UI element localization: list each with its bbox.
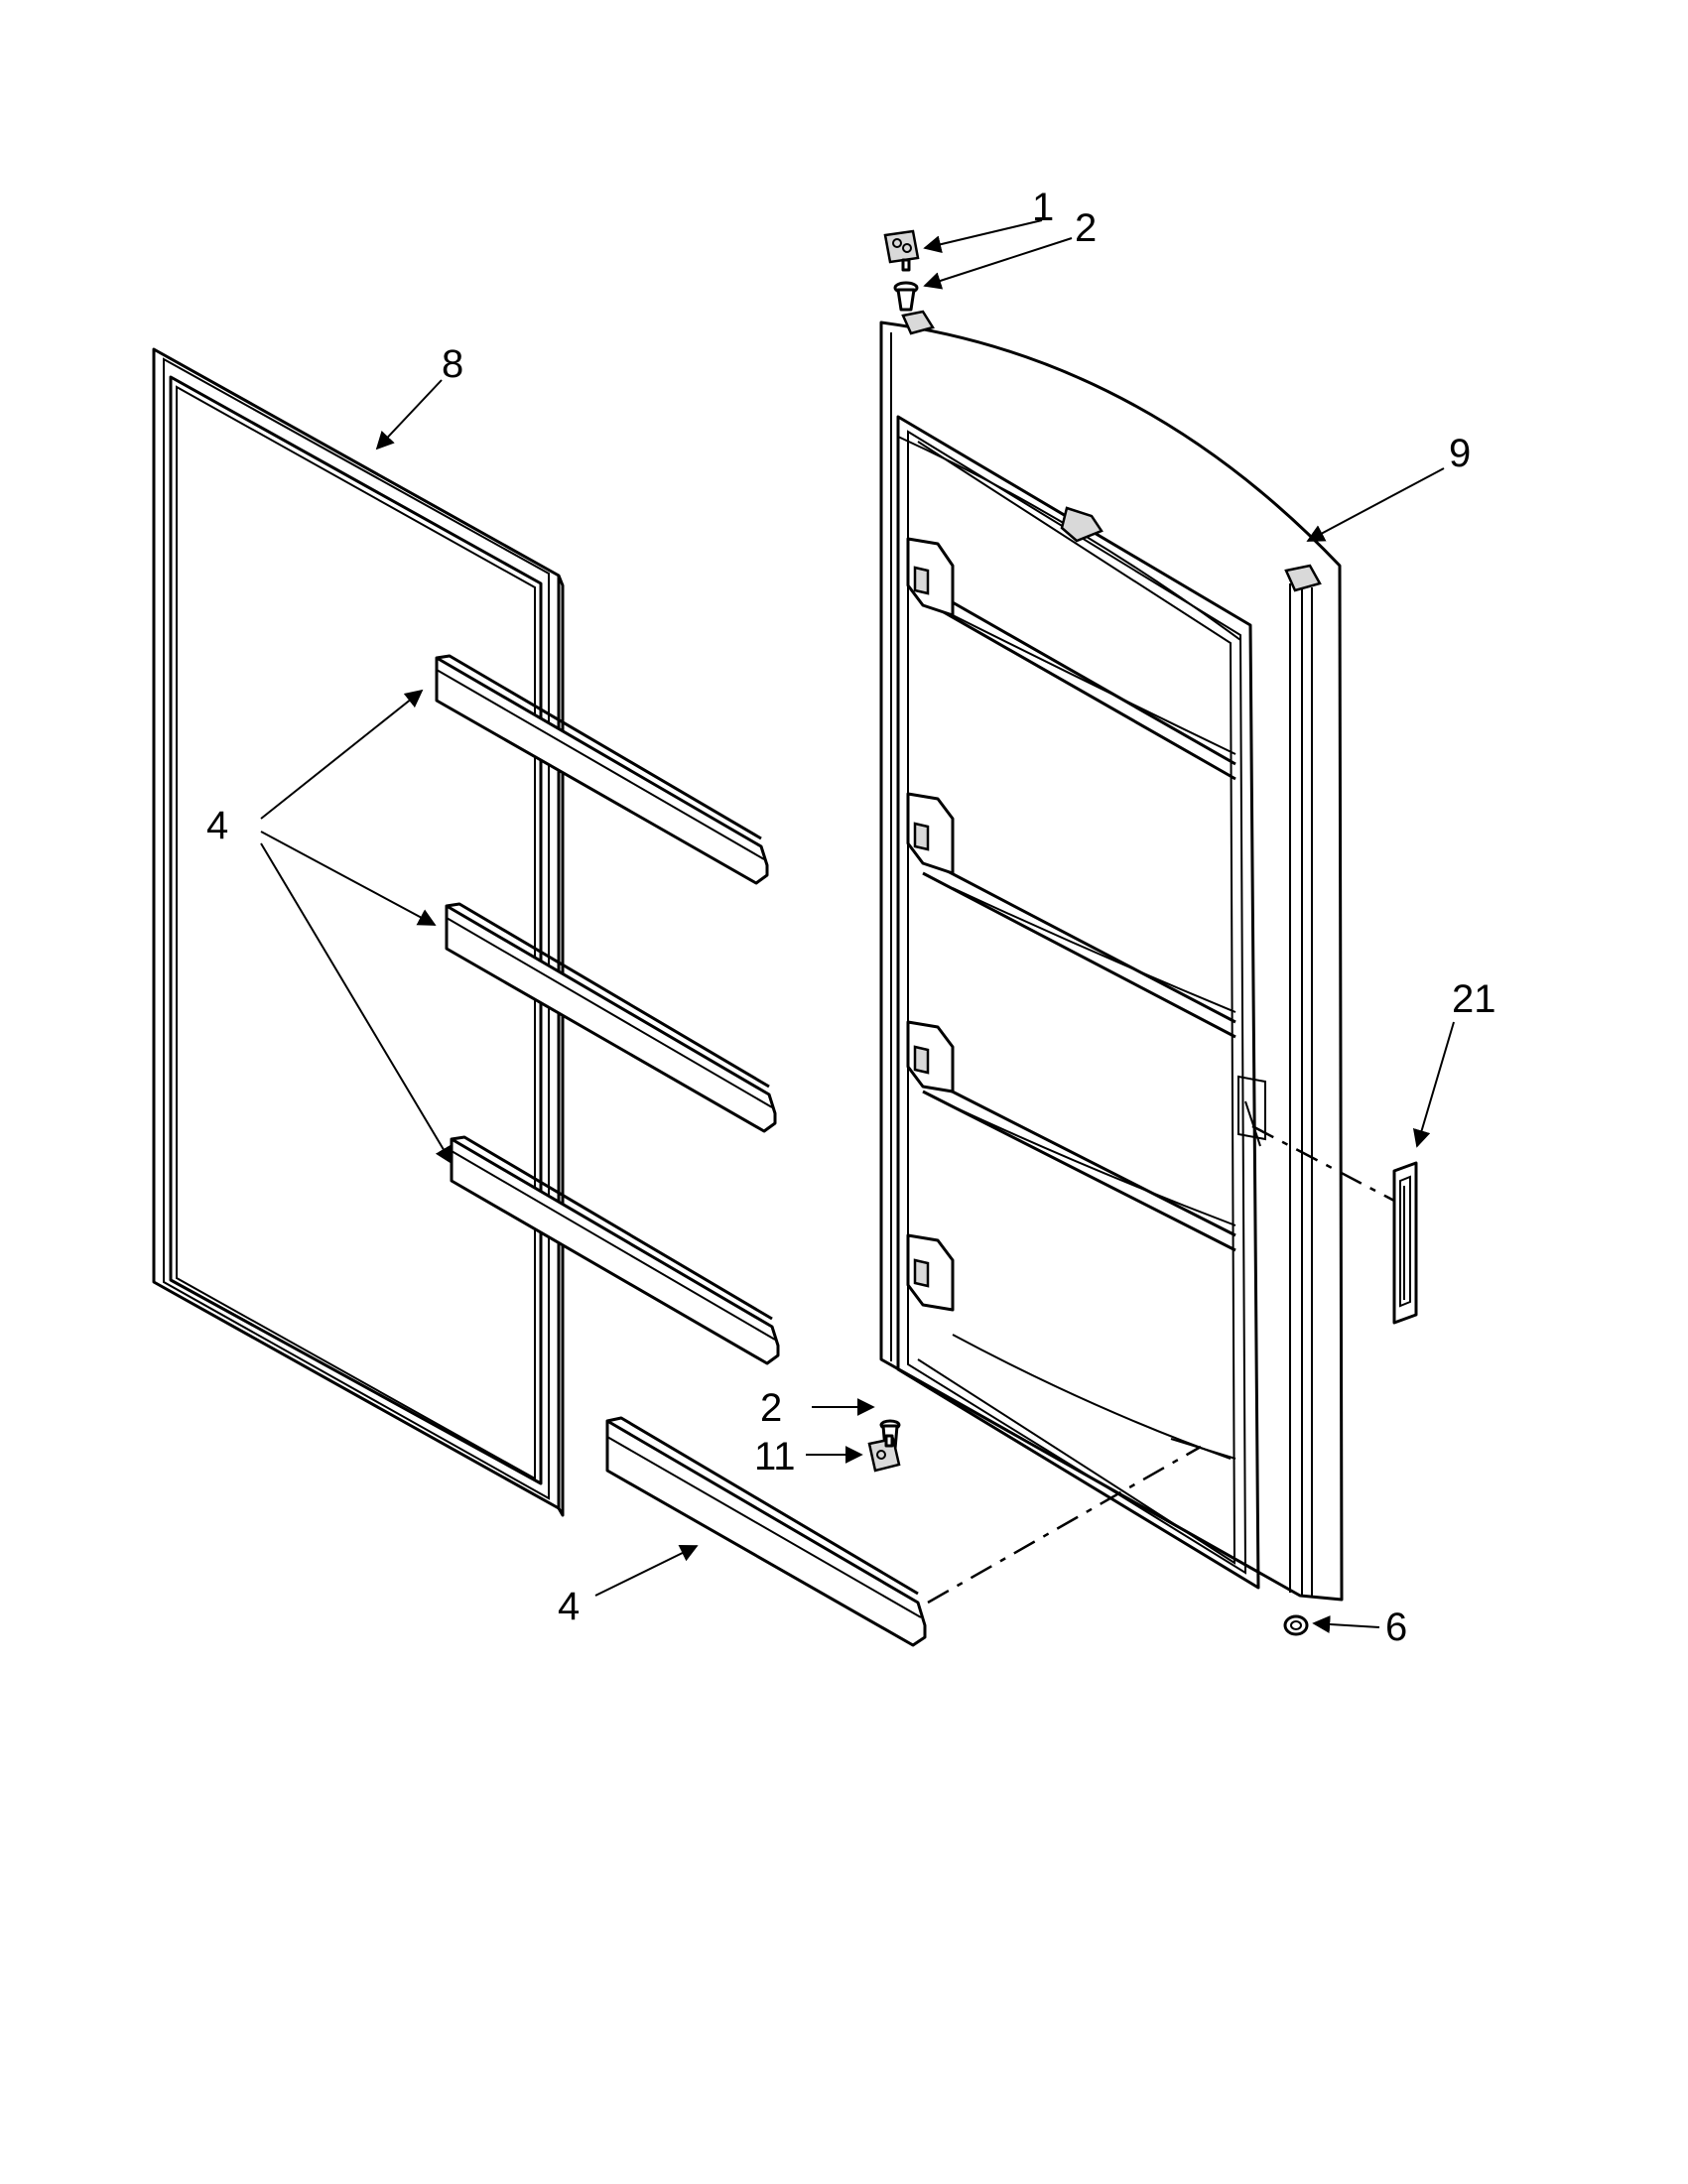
bottom-hinge xyxy=(867,1434,901,1473)
top-hinge-pin xyxy=(893,281,919,312)
label-shelf-bottom: 4 xyxy=(558,1585,580,1628)
label-door-liner: 9 xyxy=(1449,432,1471,475)
shelf-bin-2 xyxy=(445,902,777,1133)
label-hinge-top: 1 xyxy=(1032,186,1054,229)
handle-dashed-line xyxy=(1251,1124,1395,1203)
bottom-shelf-dashed-line xyxy=(927,1445,1202,1605)
label-plug: 6 xyxy=(1385,1606,1407,1649)
label-hinge-pin-top: 2 xyxy=(1075,206,1097,250)
shelf-bin-1 xyxy=(435,654,769,885)
label-handle: 21 xyxy=(1452,977,1496,1021)
door-gasket xyxy=(152,347,565,1517)
label-gasket: 8 xyxy=(442,342,463,386)
shelf-bin-3 xyxy=(450,1135,780,1365)
top-hinge xyxy=(883,229,920,272)
label-hinge-bottom: 11 xyxy=(754,1435,796,1478)
leader-arrows xyxy=(260,219,1455,1633)
plug xyxy=(1283,1614,1309,1636)
door-handle xyxy=(1392,1161,1418,1325)
label-shelf-bins: 4 xyxy=(206,804,228,847)
door-liner-assembly xyxy=(879,310,1344,1602)
label-hinge-pin-bottom: 2 xyxy=(760,1386,782,1430)
shelf-bin-bottom xyxy=(605,1416,927,1647)
